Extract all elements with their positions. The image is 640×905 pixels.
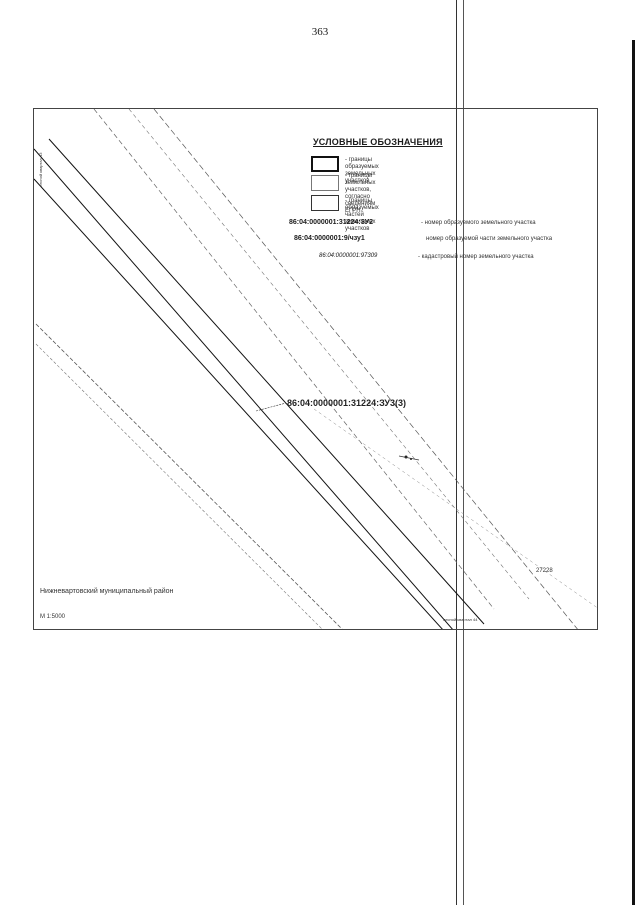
legend-code-formed-parcel: 86:04:0000001:31224:ЗУ2 [289, 219, 373, 226]
dashed-boundary-2 [35, 343, 323, 629]
legend-desc-cadastral: - кадастровый номер земельного участка [418, 254, 534, 260]
map-drawing [34, 109, 597, 629]
scan-line-right [463, 0, 464, 905]
legend-swatch-formed-part [311, 195, 339, 211]
legend-swatch-egrn-parcel [311, 175, 339, 191]
legend-swatch-formed-parcel [311, 156, 339, 172]
legend-code-formed-part: 86:04:0000001:9/чзу1 [294, 235, 365, 242]
legend-desc-formed-part: номер образуемой части земельного участк… [426, 236, 553, 242]
legend-text-egrn-parcel: - границы земельных участков, согласно с… [345, 173, 376, 214]
parcel-boundary-1 [34, 148, 453, 629]
label-leader-line [255, 402, 287, 412]
district-label: Нижневартовский муниципальный район [40, 588, 174, 595]
dashed-boundary-1 [35, 323, 343, 629]
legend-title: УСЛОВНЫЕ ОБОЗНАЧЕНИЯ [313, 137, 443, 147]
scale-label: М 1:5000 [40, 614, 66, 620]
side-label: лесной квартал 43 [38, 152, 43, 187]
dashed-boundary-6 [313, 408, 597, 608]
scan-edge-right [632, 40, 635, 905]
legend-text-formed-part: - границы образуемых частей земельных уч… [345, 198, 379, 232]
legend-desc-formed-parcel: - номер образуемого земельного участка [421, 220, 536, 226]
parcel-boundary-3 [34, 178, 443, 629]
parcel-label: 86:04:0000001:31224:ЗУ3(3) [287, 398, 406, 408]
scan-mark [398, 455, 420, 461]
parcel-boundary-2 [48, 138, 485, 625]
dashed-boundary-4 [128, 109, 530, 600]
bottom-label: лесной квартал 44 [443, 617, 478, 622]
legend-text-formed-parcel: - границы образуемых земельных участков [345, 157, 379, 184]
dashed-boundary-5 [153, 109, 578, 629]
cadastral-map: лесной квартал 43 УСЛОВНЫЕ ОБОЗНАЧЕНИЯ -… [33, 108, 598, 630]
scan-line-left [456, 0, 457, 905]
page-number: 363 [311, 26, 329, 38]
legend-code-cadastral: 86:04:0000001:97309 [319, 253, 378, 259]
corner-number: 27228 [536, 568, 553, 574]
dashed-boundary-3 [93, 109, 495, 610]
